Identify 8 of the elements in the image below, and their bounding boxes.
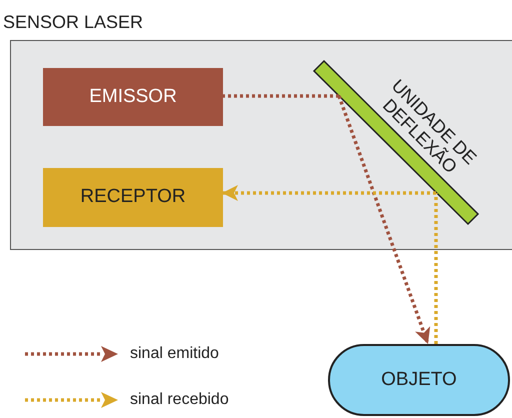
receiver-box: RECEPTOR <box>43 168 223 227</box>
signal-arrow <box>222 185 436 201</box>
signal-arrow <box>337 95 430 345</box>
panel-title: SENSOR LASER <box>3 11 144 34</box>
emitter-box: EMISSOR <box>43 68 223 126</box>
legend-text: sinal emitido <box>130 344 219 364</box>
object-pill: OBJETO <box>328 344 510 416</box>
legend-text: sinal recebido <box>130 390 229 410</box>
